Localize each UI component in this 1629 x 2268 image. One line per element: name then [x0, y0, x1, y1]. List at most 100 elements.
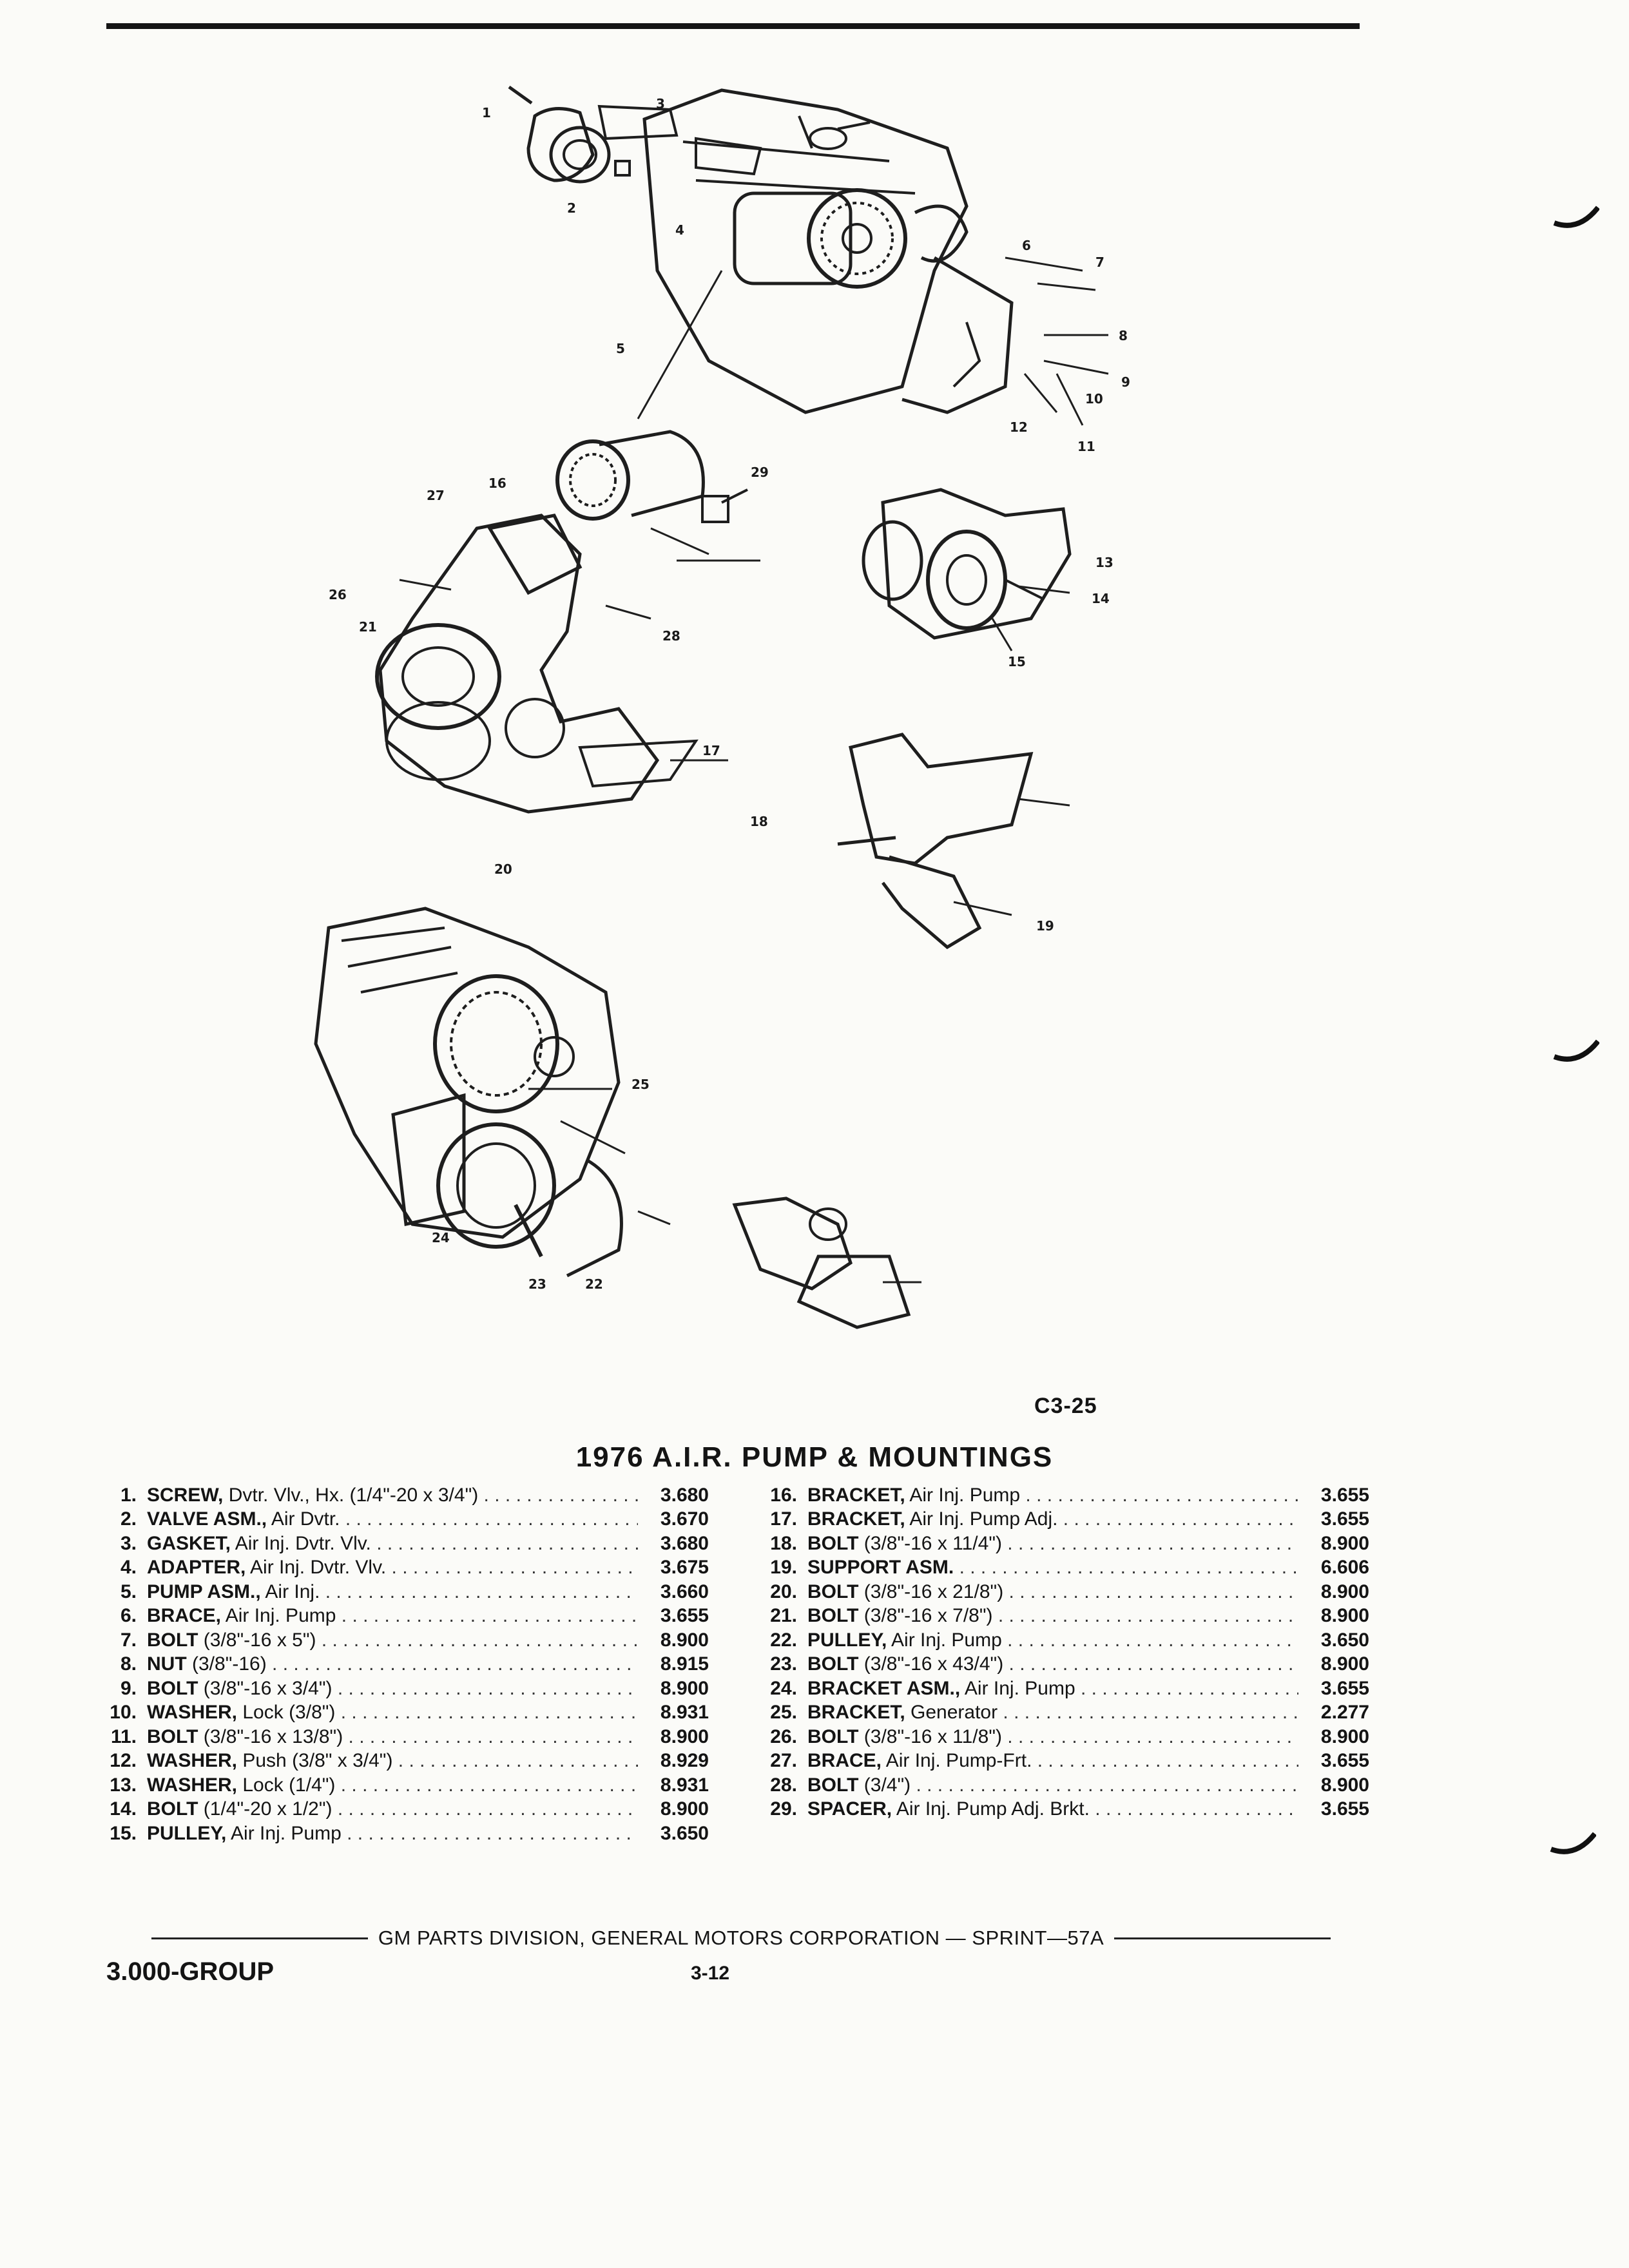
- part-description: BOLT (3/8"-16 x 43/4"): [807, 1653, 1298, 1675]
- callout-16: 16: [488, 476, 506, 491]
- part-description: BRACKET, Generator: [807, 1702, 1298, 1724]
- part-number: 27.: [770, 1750, 797, 1772]
- part-number: 15.: [110, 1822, 137, 1844]
- part-detail: Air Inj. Dvtr. Vlv.: [235, 1532, 371, 1554]
- group-number: 3.675: [660, 1557, 709, 1579]
- part-description: BOLT (3/8"-16 x 5"): [147, 1629, 638, 1651]
- part-description: PUMP ASM., Air Inj.: [147, 1581, 638, 1603]
- page-number: 3-12: [691, 1963, 730, 1984]
- callout-13: 13: [1095, 555, 1113, 570]
- group-number: 3.680: [660, 1484, 709, 1506]
- part-number: 1.: [120, 1484, 137, 1506]
- part-description: BOLT (3/8"-16 x 3/4"): [147, 1678, 638, 1700]
- group-number: 3.655: [1320, 1750, 1369, 1772]
- callout-10: 10: [1085, 391, 1103, 407]
- part-name: BOLT: [147, 1798, 198, 1820]
- part-description: SPACER, Air Inj. Pump Adj. Brkt.: [807, 1798, 1298, 1820]
- callout-1: 1: [482, 105, 491, 120]
- part-description: PULLEY, Air Inj. Pump: [807, 1629, 1298, 1651]
- part-name: BRACKET,: [807, 1508, 905, 1530]
- top-rule: [106, 23, 1360, 29]
- part-description: SCREW, Dvtr. Vlv., Hx. (1/4"-20 x 3/4"): [147, 1485, 638, 1506]
- part-number: 5.: [120, 1581, 137, 1602]
- diverter-valve-illustration: [508, 85, 762, 184]
- part-detail: Air Inj. Pump: [231, 1822, 342, 1844]
- group-number: 8.929: [660, 1750, 709, 1772]
- right-pump-illustration: [862, 488, 1072, 640]
- callout-29: 29: [751, 465, 769, 480]
- part-row: 1. SCREW, Dvtr. Vlv., Hx. (1/4"-20 x 3/4"…: [90, 1483, 709, 1508]
- callout-28: 28: [662, 628, 680, 644]
- part-description: GASKET, Air Inj. Dvtr. Vlv.: [147, 1533, 638, 1555]
- group-number: 8.915: [660, 1653, 709, 1675]
- part-number: 17.: [770, 1508, 797, 1530]
- part-row: 11.BOLT (3/8"-16 x 13/8")8.900: [90, 1725, 709, 1749]
- callout-labels: 1 2 3 4 5 6 7 8 9 10 11 12 13 14 15 16 1…: [329, 96, 1130, 1292]
- part-number: 7.: [120, 1629, 137, 1651]
- callout-7: 7: [1095, 255, 1104, 270]
- group-number: 2.277: [1320, 1702, 1369, 1724]
- part-description: BRACE, Air Inj. Pump-Frt.: [807, 1750, 1298, 1772]
- part-detail: Air Inj. Pump-Frt.: [885, 1750, 1032, 1772]
- callout-12: 12: [1010, 419, 1028, 435]
- part-name: GASKET,: [147, 1532, 231, 1554]
- exploded-parts-diagram: 1 2 3 4 5 6 7 8 9 10 11 12 13 14 15 16 1…: [314, 85, 1130, 1329]
- binding-mark-icon: [1550, 1832, 1596, 1854]
- lower-engine-illustration: [314, 907, 623, 1278]
- group-number: 3.655: [1320, 1677, 1369, 1699]
- group-number: 8.900: [1320, 1725, 1369, 1747]
- part-name: WASHER,: [147, 1774, 238, 1796]
- leader-lines: [399, 256, 1109, 1283]
- part-number: 4.: [120, 1557, 137, 1579]
- callout-18: 18: [750, 814, 768, 829]
- callout-8: 8: [1119, 328, 1128, 343]
- part-name: NUT: [147, 1653, 187, 1675]
- binding-mark-icon: [1553, 206, 1599, 228]
- part-detail: Air Inj. Pump Adj. Brkt.: [896, 1798, 1090, 1820]
- part-row: 9. BOLT (3/8"-16 x 3/4") 8.900: [90, 1677, 709, 1701]
- part-detail: (3/8"-16 x 7/8"): [863, 1605, 993, 1627]
- part-name: BRACE,: [807, 1750, 882, 1772]
- part-description: WASHER, Lock (1/4"): [147, 1774, 638, 1796]
- part-row: 10.WASHER, Lock (3/8")8.931: [90, 1701, 709, 1725]
- part-number: 26.: [770, 1725, 797, 1747]
- part-row: 19.SUPPORT ASM. 6.606: [751, 1556, 1369, 1581]
- part-description: BOLT (3/8"-16 x 7/8"): [807, 1605, 1298, 1627]
- part-row: 12.WASHER, Push (3/8" x 3/4")8.929: [90, 1749, 709, 1774]
- part-description: VALVE ASM., Air Dvtr.: [147, 1508, 638, 1530]
- callout-11: 11: [1077, 439, 1095, 454]
- footer-rule-left: [151, 1937, 368, 1939]
- part-description: BRACE, Air Inj. Pump: [147, 1605, 638, 1627]
- part-name: BOLT: [807, 1725, 859, 1747]
- upper-engine-illustration: [642, 88, 1014, 414]
- part-detail: (3/8"-16 x 11/8"): [863, 1725, 1002, 1747]
- part-number: 25.: [770, 1702, 797, 1724]
- part-description: BRACKET ASM., Air Inj. Pump: [807, 1678, 1298, 1700]
- group-number: 8.900: [1320, 1581, 1369, 1602]
- group-number: 3.650: [660, 1822, 709, 1844]
- callout-22: 22: [585, 1276, 603, 1292]
- part-number: 29.: [770, 1798, 797, 1820]
- callout-21: 21: [359, 619, 377, 635]
- part-detail: (3/8"-16 x 43/4"): [863, 1653, 1004, 1675]
- part-row: 21.BOLT (3/8"-16 x 7/8")8.900: [751, 1604, 1369, 1629]
- part-row: 22.PULLEY, Air Inj. Pump3.650: [751, 1628, 1369, 1653]
- part-description: WASHER, Lock (3/8"): [147, 1702, 638, 1724]
- part-description: BRACKET, Air Inj. Pump Adj.: [807, 1508, 1298, 1530]
- part-detail: Air Inj. Pump: [225, 1605, 336, 1627]
- part-number: 14.: [110, 1798, 137, 1820]
- part-number: 23.: [770, 1653, 797, 1675]
- part-description: BOLT (3/8"-16 x 13/8"): [147, 1726, 638, 1748]
- group-number: 8.900: [660, 1677, 709, 1699]
- part-description: WASHER, Push (3/8" x 3/4"): [147, 1750, 638, 1772]
- part-row: 27. BRACE, Air Inj. Pump-Frt. 3.655: [751, 1749, 1369, 1774]
- part-name: BOLT: [807, 1774, 859, 1796]
- part-number: 9.: [120, 1677, 137, 1699]
- part-row: 16.BRACKET, Air Inj. Pump3.655: [751, 1483, 1369, 1508]
- group-number: 3.670: [660, 1508, 709, 1530]
- group-number: 8.900: [660, 1629, 709, 1651]
- part-detail: Air Inj. Pump: [909, 1484, 1021, 1506]
- part-number: 18.: [770, 1532, 797, 1554]
- part-name: BOLT: [807, 1605, 859, 1627]
- group-number: 8.931: [660, 1702, 709, 1724]
